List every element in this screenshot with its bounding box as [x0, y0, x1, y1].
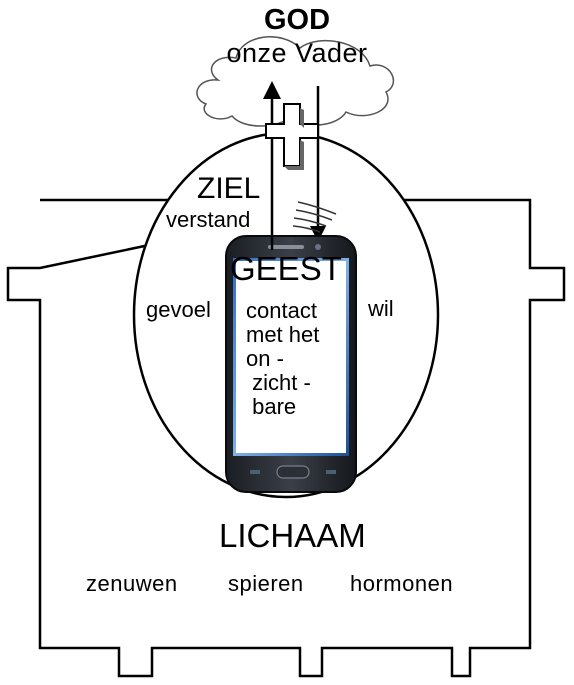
body-nerves-label: zenuwen [86, 571, 178, 596]
soul-title: ZIEL [197, 172, 261, 205]
wireless-signal-icon [292, 201, 337, 233]
soul-feeling-label: gevoel [146, 297, 211, 322]
body-hormones-label: hormonen [350, 571, 454, 596]
spirit-title: GEEST [230, 250, 342, 287]
god-title: GOD [263, 4, 331, 36]
soul-mind-label: verstand [166, 207, 251, 232]
spirit-screen-text: contact met het on - zicht - bare [246, 298, 320, 419]
god-subtitle: onze Vader [226, 38, 368, 68]
smartphone-icon [225, 235, 357, 493]
upward-arrow [263, 81, 281, 244]
body-muscles-label: spieren [228, 571, 304, 596]
soul-will-label: wil [368, 296, 394, 321]
cross-icon [265, 103, 319, 170]
cloud-icon [196, 36, 395, 127]
body-title: LICHAAM [219, 517, 366, 554]
